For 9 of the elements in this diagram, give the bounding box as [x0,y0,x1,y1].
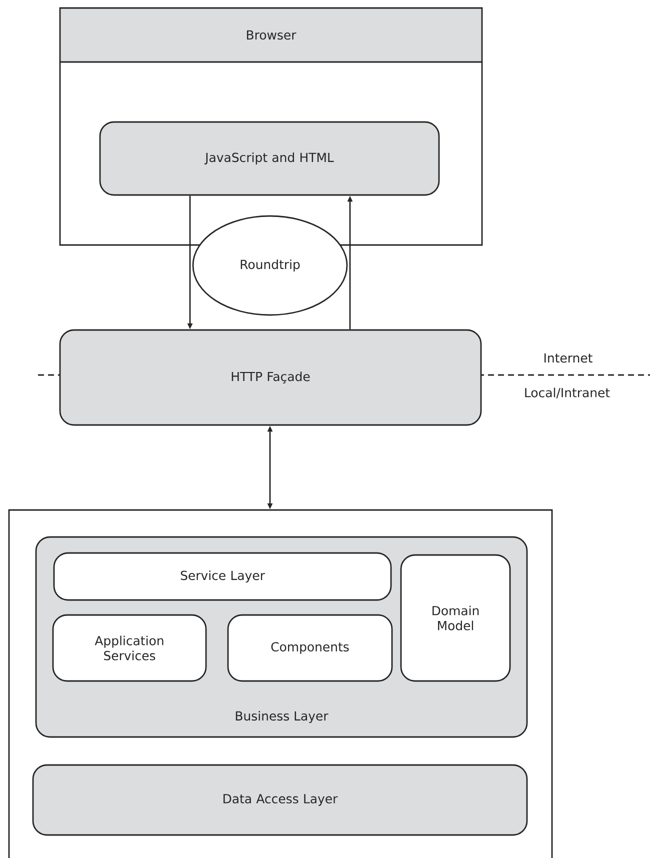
component-box: Domain Model [400,554,511,682]
facade-box: HTTP Façade [59,329,482,426]
component-box: JavaScript and HTML [99,121,440,196]
component-box: Components [227,614,393,682]
zone-label: Local/Intranet [525,388,610,398]
layer-box: Service Layer [53,552,392,601]
component-box: Application Services [52,614,207,682]
zone-label: Internet [544,353,592,363]
layer-box: Data Access Layer [32,764,528,836]
